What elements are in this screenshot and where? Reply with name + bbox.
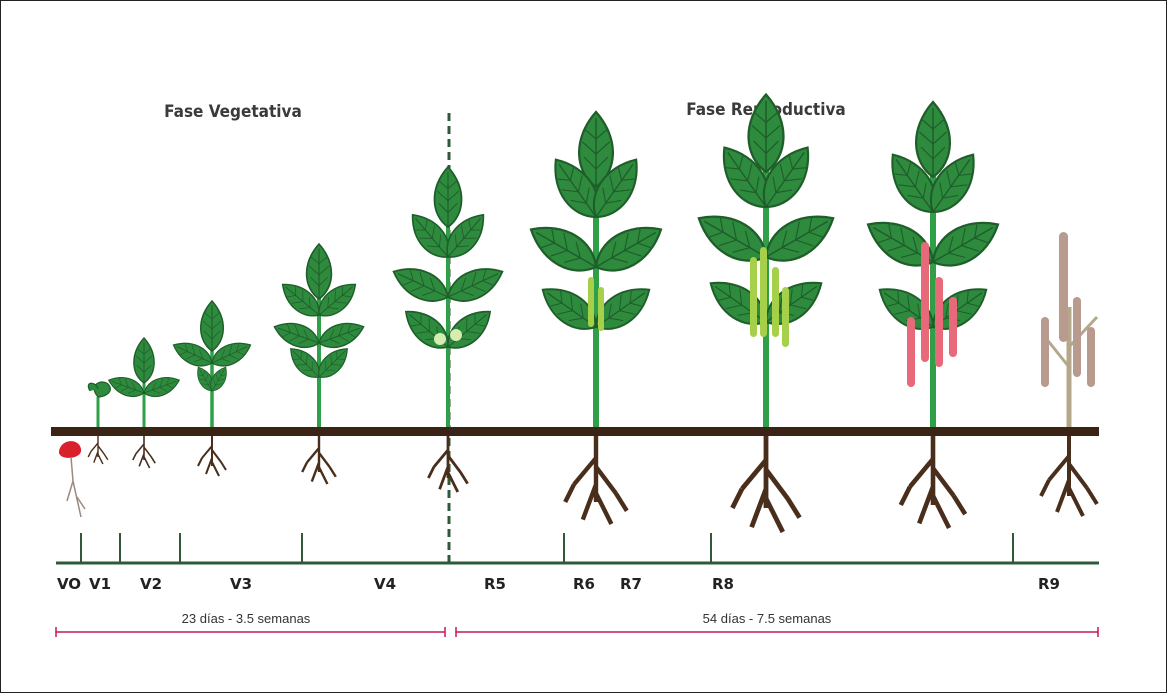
stage-label: R9: [1038, 575, 1060, 593]
stage-label: R5: [484, 575, 506, 593]
reproductive-duration-bar: [456, 627, 1098, 637]
stage-label: V2: [140, 575, 162, 593]
timeline-ticks: [81, 533, 1013, 563]
vegetative-duration-bar: [56, 627, 445, 637]
bean-plant-icon: [388, 167, 508, 492]
stage-label: R6: [573, 575, 595, 593]
stage-label: R8: [712, 575, 734, 593]
bean-plant-icon: [169, 301, 254, 476]
dry-bean-plant-icon: [1041, 232, 1097, 516]
stage-label: V4: [374, 575, 396, 593]
bean-plant-with-pods-icon: [690, 95, 842, 533]
stage-label: V1: [89, 575, 111, 593]
vegetative-duration-label: 23 días - 3.5 semanas: [182, 611, 311, 626]
vegetative-phase-title: Fase Vegetativa: [164, 102, 302, 122]
bean-plant-with-pods-icon: [860, 102, 1007, 528]
stage-label: VO: [57, 575, 81, 593]
bean-plant-icon: [106, 338, 182, 468]
stage-label: R7: [620, 575, 642, 593]
stage-label: V3: [230, 575, 252, 593]
soil-line: [51, 427, 1099, 436]
bean-seed-icon: [59, 441, 85, 517]
reproductive-duration-label: 54 días - 7.5 semanas: [703, 611, 832, 626]
bean-plant-icon: [271, 244, 368, 484]
sprout-icon: [88, 382, 110, 464]
bean-plant-with-pods-icon: [523, 112, 670, 524]
